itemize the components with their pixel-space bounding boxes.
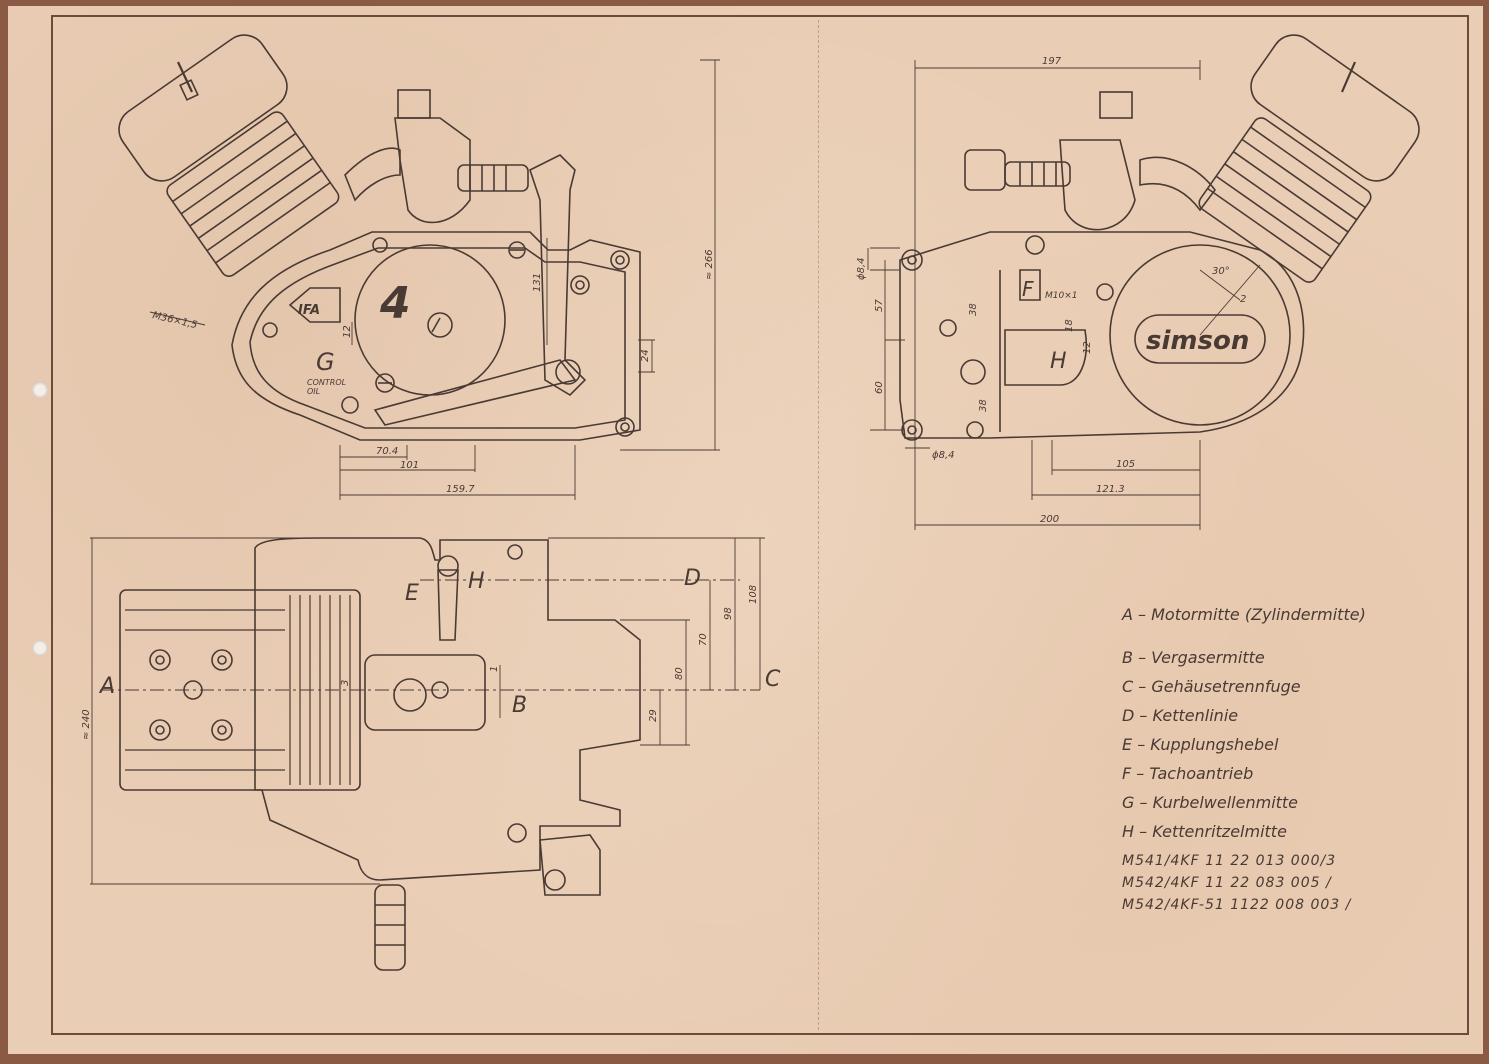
front-thread-cyl-label: M36×1,5 — [151, 310, 198, 331]
control-oil-label-1: CONTROL — [307, 378, 346, 387]
front-cylinder-head — [118, 34, 288, 182]
legend-item-c: C – Gehäusetrennfuge — [1122, 677, 1301, 696]
rear-dim-18: 18 — [1064, 319, 1075, 332]
front-crankcase — [231, 231, 641, 441]
legend-item-a: A – Motormitte (Zylindermitte) — [1122, 605, 1366, 624]
front-carburettor-top — [397, 89, 431, 119]
legend-item-d: D – Kettenlinie — [1122, 706, 1239, 725]
model-number-2: M542/4KF 11 22 083 005 / — [1122, 875, 1332, 891]
rear-crankcase — [899, 231, 1305, 439]
top-dim-3: 3 — [340, 680, 351, 686]
front-kick-lever — [529, 154, 587, 397]
rear-point-h-label: H — [1050, 349, 1067, 374]
front-dim-24: 24 — [640, 349, 651, 362]
top-dim-1: 1 — [489, 666, 500, 672]
fold-line — [818, 20, 819, 1030]
rear-angle-label: 30° — [1212, 266, 1230, 277]
legend-item-h: H – Kettenritzelmitte — [1122, 822, 1287, 841]
top-point-h-label: H — [468, 569, 485, 594]
simson-badge-shape — [1134, 314, 1266, 364]
top-point-a-label: A — [98, 674, 115, 699]
rear-dim-38-b: 38 — [978, 399, 989, 412]
rear-dim-38-a: 38 — [968, 303, 979, 316]
rear-dim-121-3: 121.3 — [1096, 484, 1125, 495]
legend-item-g: G – Kurbelwellenmitte — [1122, 793, 1299, 812]
top-view — [90, 537, 765, 971]
front-view — [118, 34, 720, 500]
rear-dim-60: 60 — [874, 381, 885, 394]
legend-item-b: B – Vergasermitte — [1122, 648, 1265, 667]
top-dim-108: 108 — [748, 585, 759, 604]
front-dim-159-7: 159.7 — [446, 484, 475, 495]
model-number-1: M541/4KF 11 22 013 000/3 — [1122, 853, 1337, 869]
rear-flywheel-cover — [1109, 244, 1291, 426]
rear-dim-200: 200 — [1040, 514, 1059, 525]
rear-point-f-label: F — [1022, 277, 1034, 301]
ifa-badge-shape — [288, 287, 341, 323]
front-dim-266: ≈ 266 — [704, 249, 715, 280]
rear-cylinder-head — [1250, 34, 1420, 182]
rear-thread-f-label: M10×1 — [1045, 291, 1077, 301]
rear-dim-12: 12 — [1082, 341, 1093, 354]
front-gear-cover — [354, 244, 506, 396]
front-dim-70-4: 70.4 — [376, 446, 398, 457]
top-kickstart-pedal — [374, 884, 406, 971]
rear-carburettor — [1059, 139, 1136, 231]
top-point-c-label: C — [765, 667, 781, 692]
gear-number-label: 4 — [379, 278, 411, 329]
model-numbers: M541/4KF 11 22 013 000/3 M542/4KF 11 22 … — [1122, 850, 1442, 916]
top-dim-70: 70 — [698, 633, 709, 646]
top-point-e-label: E — [405, 581, 419, 606]
legend: A – Motormitte (Zylindermitte) B – Verga… — [1122, 600, 1442, 916]
control-oil-label-2: OIL — [307, 387, 320, 396]
front-point-g-label: G — [316, 348, 335, 376]
rear-dim-57: 57 — [874, 299, 885, 312]
drawing-frame — [51, 15, 1469, 1035]
top-carburettor — [364, 654, 486, 731]
front-dim-101: 101 — [400, 460, 419, 471]
rear-dim-197: 197 — [1042, 56, 1062, 67]
punch-hole-top — [32, 382, 48, 398]
top-dim-240: ≈ 240 — [81, 709, 92, 740]
rear-view — [867, 34, 1420, 530]
top-dim-80: 80 — [674, 667, 685, 680]
rear-dim-105: 105 — [1116, 459, 1135, 470]
front-cylinder-fins — [166, 111, 340, 277]
top-clutch-lever — [437, 569, 459, 641]
top-point-d-label: D — [684, 566, 701, 591]
top-point-b-label: B — [512, 693, 527, 718]
rear-dim-8-4-bottom: ϕ8,4 — [932, 450, 955, 461]
front-dim-131: 131 — [532, 273, 543, 292]
legend-item-e: E – Kupplungshebel — [1122, 735, 1279, 754]
ifa-badge-label: IFA — [298, 303, 320, 318]
top-dim-98: 98 — [723, 607, 734, 620]
top-dim-29: 29 — [648, 709, 659, 722]
rear-cylinder-fins — [1198, 117, 1372, 283]
punch-hole-bottom — [32, 640, 48, 656]
front-dim-12: 12 — [342, 325, 353, 338]
rear-dim-2: 2 — [1240, 294, 1246, 305]
model-number-3: M542/4KF-51 1122 008 003 / — [1122, 897, 1352, 913]
simson-brand-label: simson — [1146, 326, 1249, 356]
legend-item-f: F – Tachoantrieb — [1122, 764, 1254, 783]
rear-dim-8-4-top: ϕ8,4 — [856, 258, 867, 281]
